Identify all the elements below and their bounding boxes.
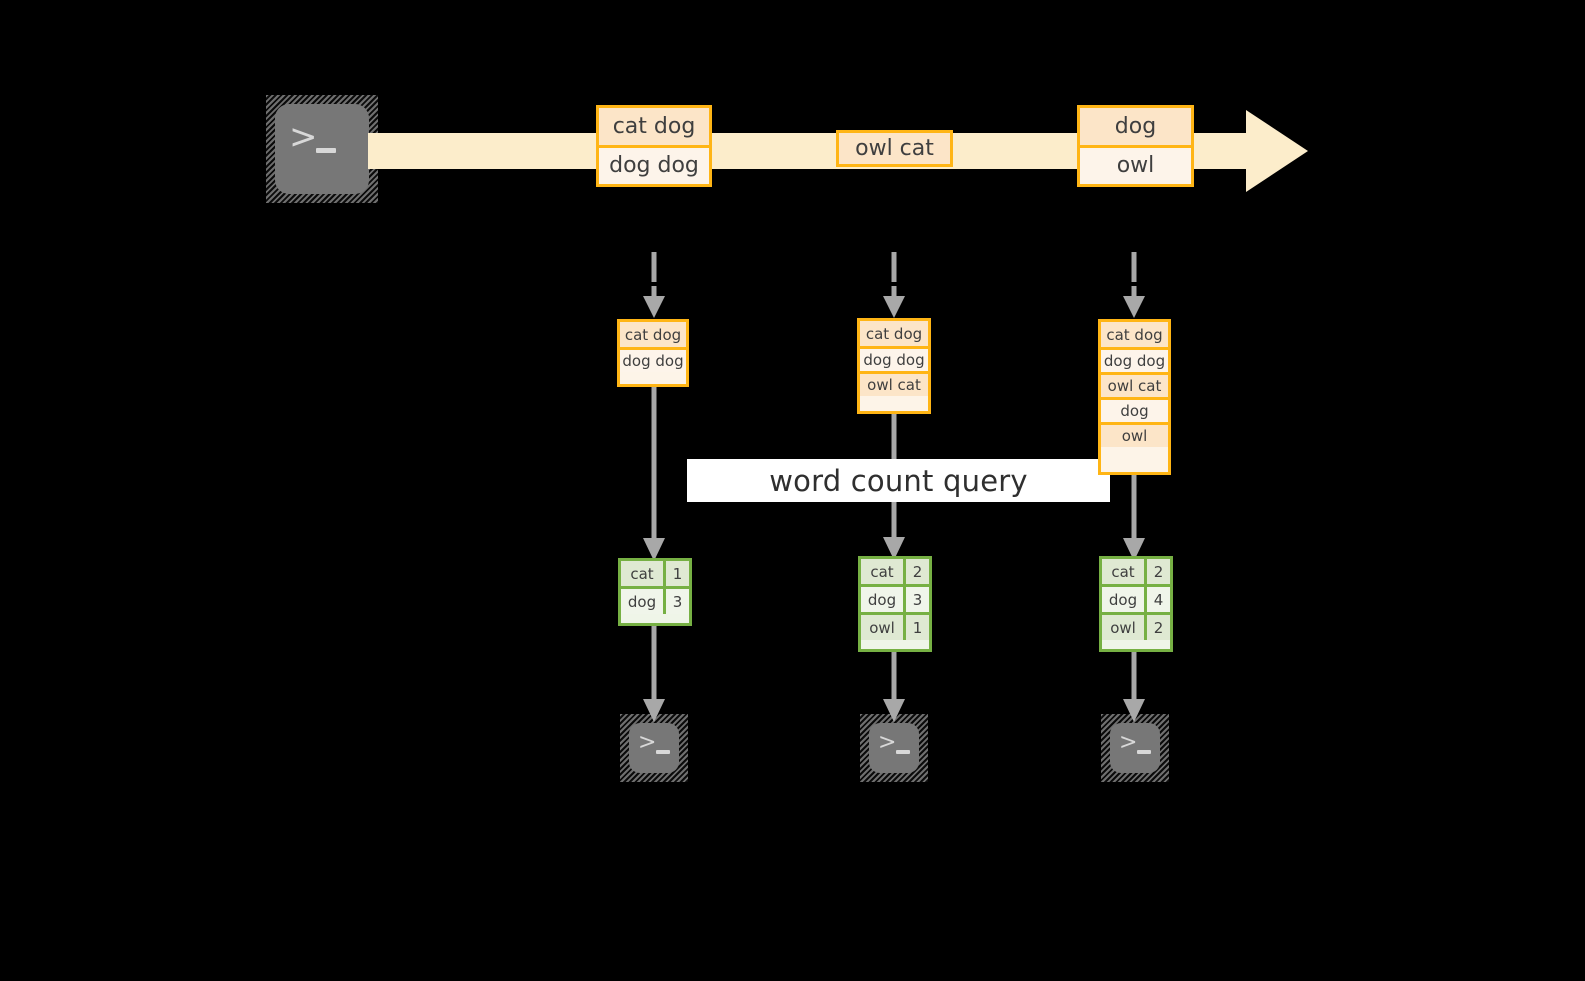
trigger-2-sink-terminal-icon: > (860, 714, 928, 782)
terminal-screen: > (275, 104, 369, 194)
terminal-chevron-icon: > (289, 117, 318, 157)
table-row: cat 2 (1102, 559, 1170, 584)
trigger-3-result-table: cat 2 dog 4 owl 2 (1099, 556, 1173, 652)
word-count-query-band: word count query (687, 459, 1110, 502)
table-row: dog 3 (861, 584, 929, 612)
trigger-1-sink-terminal-icon: > (620, 714, 688, 782)
trigger-2-result-table: cat 2 dog 3 owl 1 (858, 556, 932, 652)
terminal-screen: > (629, 723, 679, 773)
stream-batch-1-line-1: cat dog (599, 108, 709, 145)
trigger-1-state-box: cat dog dog dog (617, 319, 689, 387)
result-count: 3 (903, 587, 929, 612)
trigger-2-state-line-3: owl cat (860, 371, 928, 396)
result-word: dog (861, 587, 904, 612)
stream-batch-1-line-2: dog dog (599, 145, 709, 182)
trigger-3-query-arrow-icon (1120, 474, 1148, 562)
trigger-1-query-arrow-icon (640, 386, 668, 562)
trigger-1-state-line-2: dog dog (620, 347, 686, 372)
terminal-chevron-icon: > (878, 730, 897, 755)
trigger-1-result-table: cat 1 dog 3 (618, 558, 692, 626)
result-count: 3 (663, 589, 689, 614)
terminal-screen: > (869, 723, 919, 773)
result-count: 1 (903, 615, 929, 640)
trigger-2-sink-arrow-icon (880, 651, 908, 723)
result-count: 2 (1144, 559, 1170, 584)
result-word: dog (1102, 587, 1145, 612)
trigger-3-sink-arrow-icon (1120, 651, 1148, 723)
result-count: 2 (903, 559, 929, 584)
table-row: cat 2 (861, 559, 929, 584)
stream-batch-3-line-1: dog (1080, 108, 1191, 145)
result-word: owl (861, 615, 904, 640)
word-count-query-label: word count query (769, 463, 1028, 498)
trigger-1-sink-arrow-icon (640, 625, 668, 723)
trigger-1-state-line-1: cat dog (620, 322, 686, 347)
result-count: 2 (1144, 615, 1170, 640)
trigger-3-state-line-2: dog dog (1101, 347, 1168, 372)
result-word: cat (1102, 559, 1145, 584)
table-row: dog 4 (1102, 584, 1170, 612)
table-row: owl 2 (1102, 612, 1170, 640)
terminal-chevron-icon: > (1119, 730, 1138, 755)
result-count: 1 (663, 561, 689, 586)
trigger-3-input-dashed-arrow-icon (1120, 252, 1148, 320)
trigger-3-state-line-5: owl (1101, 422, 1168, 447)
trigger-2-state-line-2: dog dog (860, 346, 928, 371)
source-terminal-icon: > (266, 95, 378, 203)
terminal-cursor-icon (316, 148, 336, 153)
result-word: cat (861, 559, 904, 584)
trigger-3-sink-terminal-icon: > (1101, 714, 1169, 782)
result-word: dog (621, 589, 664, 614)
table-row: owl 1 (861, 612, 929, 640)
stream-batch-1-box: cat dog dog dog (596, 105, 712, 187)
trigger-1-input-dashed-arrow-icon (640, 252, 668, 320)
trigger-3-state-line-1: cat dog (1101, 322, 1168, 347)
stream-batch-2-line-1: owl cat (839, 133, 950, 164)
terminal-chevron-icon: > (638, 730, 657, 755)
stream-batch-3-box: dog owl (1077, 105, 1194, 187)
result-word: owl (1102, 615, 1145, 640)
trigger-3-state-box: cat dog dog dog owl cat dog owl (1098, 319, 1171, 475)
trigger-2-state-line-1: cat dog (860, 321, 928, 346)
terminal-cursor-icon (656, 750, 670, 754)
result-count: 4 (1144, 587, 1170, 612)
trigger-2-state-box: cat dog dog dog owl cat (857, 318, 931, 414)
trigger-2-input-dashed-arrow-icon (880, 252, 908, 320)
trigger-3-state-line-4: dog (1101, 397, 1168, 422)
terminal-screen: > (1110, 723, 1160, 773)
result-word: cat (621, 561, 664, 586)
stream-batch-2-box: owl cat (836, 130, 953, 167)
trigger-3-state-line-3: owl cat (1101, 372, 1168, 397)
table-row: dog 3 (621, 586, 689, 614)
terminal-cursor-icon (1137, 750, 1151, 754)
table-row: cat 1 (621, 561, 689, 586)
terminal-cursor-icon (896, 750, 910, 754)
stream-batch-3-line-2: owl (1080, 145, 1191, 182)
